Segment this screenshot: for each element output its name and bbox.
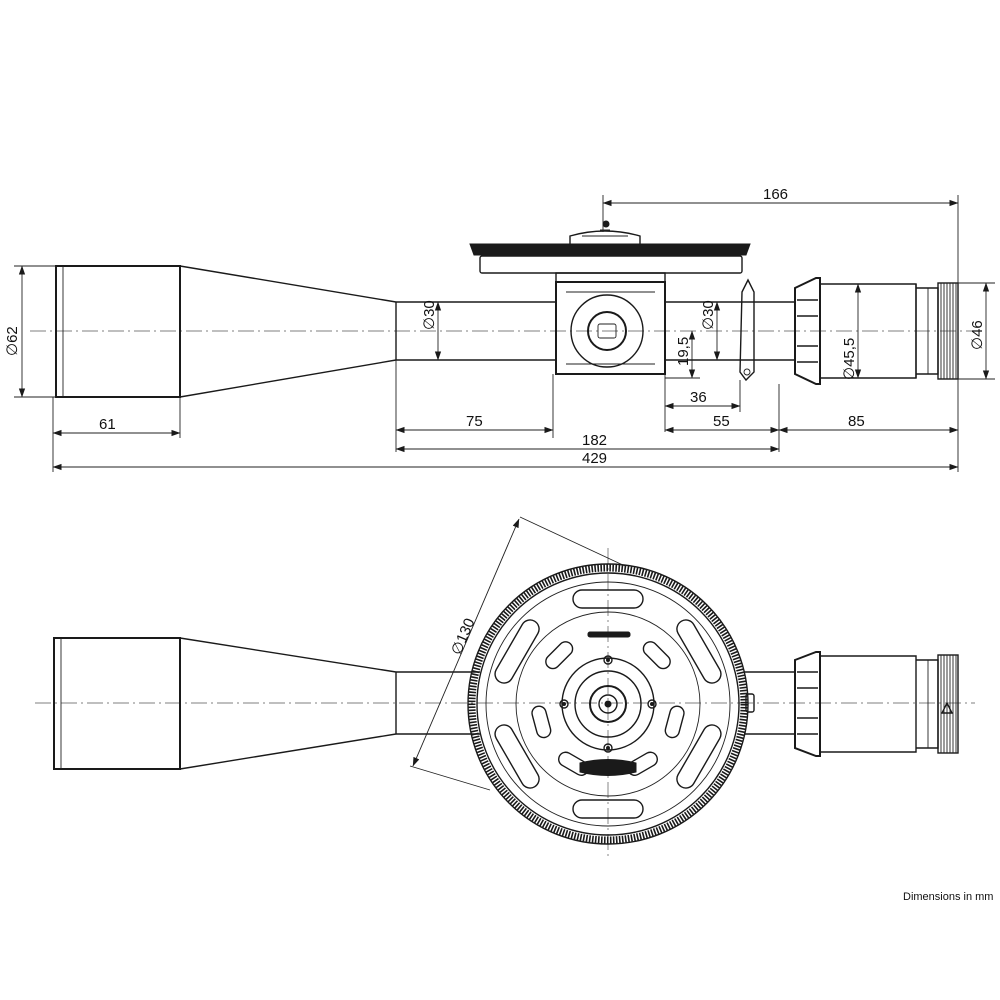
units-note: Dimensions in mm [903,891,994,903]
dim-55: 55 [713,413,730,430]
top-view [35,548,975,858]
side-focus-knob [570,294,644,368]
side-view [30,220,975,398]
eyepiece-knurl [937,282,959,380]
main-tube [395,301,556,361]
side-dimensions: 166 ∅62 ∅30 ∅30 19,5 ∅45,5 ∅46 36 6 [4,186,995,472]
ocular-ring [794,277,821,385]
dim-dia-130: ∅130 [448,616,479,658]
dim-dia-46: ∅46 [969,320,986,350]
tube-clip [739,278,755,382]
turret-disc [479,255,743,274]
triangle-marker-icon [940,701,954,714]
dim-19-5: 19,5 [675,337,692,366]
dim-75: 75 [466,413,483,430]
dim-dia-62: ∅62 [4,326,21,356]
objective-taper [179,265,397,398]
dim-182: 182 [582,432,607,449]
dim-61: 61 [99,416,116,433]
top-ocular-ring [794,651,821,757]
dim-dia-30-right: ∅30 [700,300,717,330]
objective-bell [55,265,181,398]
dim-dia-30-left: ∅30 [421,300,438,330]
dim-166: 166 [763,186,788,203]
top-objective-bell [53,637,181,770]
dim-429: 429 [582,450,607,467]
turret-diameter-dimension: ∅130 [409,516,626,791]
dim-85: 85 [848,413,865,430]
dim-dia-45-5: ∅45,5 [841,338,858,380]
dim-36: 36 [690,389,707,406]
